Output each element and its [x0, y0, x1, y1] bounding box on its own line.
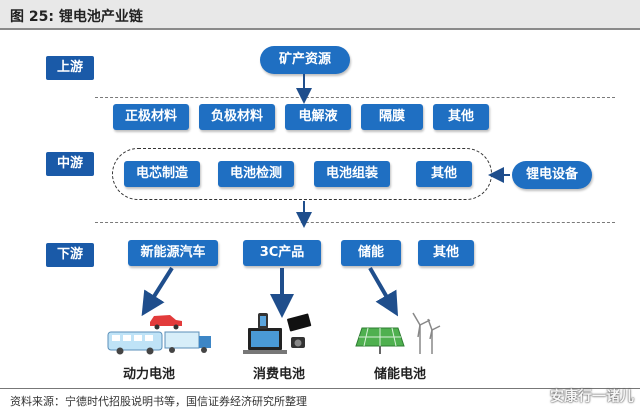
stage-upstream: 上游 [46, 56, 94, 80]
application-3c: 3C产品 [243, 240, 321, 266]
separator-upstream [95, 97, 615, 98]
solar-panel-icon [355, 327, 405, 354]
process-battery-assembly: 电池组装 [314, 161, 390, 187]
title-bar: 图 25: 锂电池产业链 [0, 0, 640, 30]
application-other: 其他 [418, 240, 474, 266]
bus-icon [107, 331, 163, 355]
lithium-equipment: 锂电设备 [512, 161, 592, 189]
truck-icon [164, 331, 211, 353]
car-icon [150, 315, 182, 330]
material-electrolyte: 电解液 [285, 104, 351, 130]
source-note: 资料来源：宁德时代招股说明书等，国信证券经济研究所整理 [10, 395, 307, 408]
mineral-resources: 矿产资源 [260, 46, 350, 74]
watermark: 安康行一诸儿 [550, 389, 634, 405]
arrow-nev-down [141, 266, 174, 317]
footer-rule [0, 388, 640, 389]
phone-icon [258, 313, 268, 329]
stage-midstream: 中游 [46, 152, 94, 176]
battery-consumer: 消费电池 [252, 367, 305, 382]
wind-turbine-icon [412, 312, 441, 354]
figure-title: 图 25: 锂电池产业链 [10, 9, 143, 25]
battery-power: 动力电池 [122, 367, 175, 382]
process-battery-testing: 电池检测 [218, 161, 294, 187]
tablet-icon [287, 313, 312, 332]
separator-midstream [95, 222, 615, 223]
stage-downstream: 下游 [46, 243, 94, 267]
material-cathode: 正极材料 [113, 104, 189, 130]
application-storage: 储能 [341, 240, 401, 266]
process-other: 其他 [416, 161, 472, 187]
camera-icon [291, 337, 305, 348]
material-other: 其他 [433, 104, 489, 130]
process-cell-manufacturing: 电芯制造 [124, 161, 200, 187]
arrow-storage-down [368, 266, 399, 317]
battery-storage: 储能电池 [373, 367, 426, 382]
application-nev: 新能源汽车 [128, 240, 218, 266]
material-separator: 隔膜 [361, 104, 423, 130]
laptop-icon [243, 328, 287, 354]
material-anode: 负极材料 [199, 104, 275, 130]
